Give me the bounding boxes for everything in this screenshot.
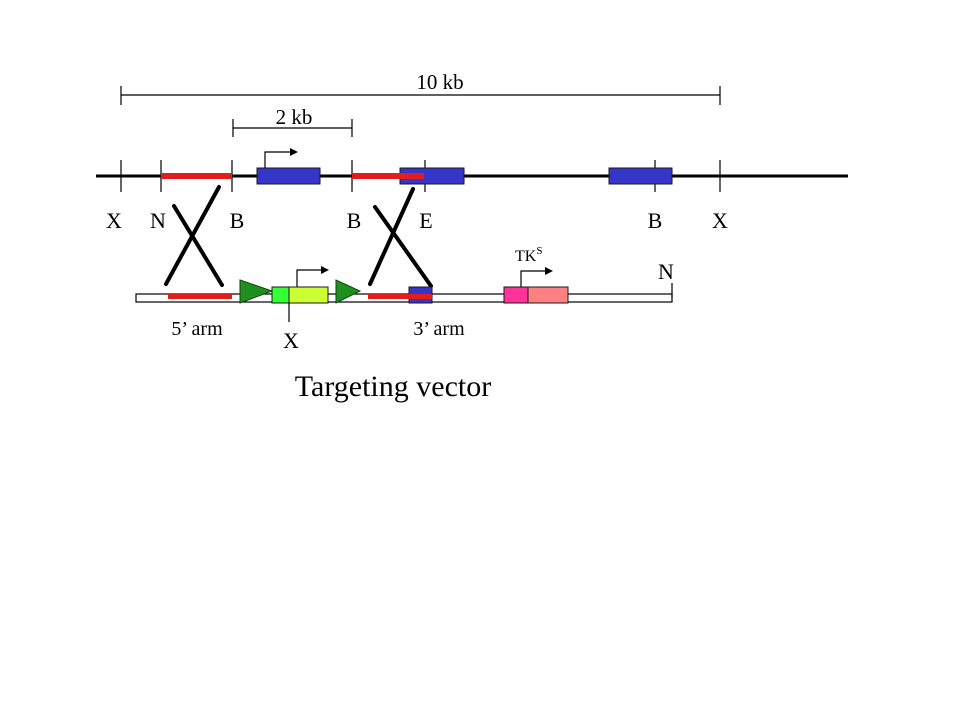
crossover-3-line-b — [373, 205, 433, 288]
site-label: B — [347, 208, 362, 233]
crossover-3-line-a — [368, 187, 415, 286]
tk-label-main: TK — [515, 248, 537, 265]
site-label: B — [648, 208, 663, 233]
diagram-caption: Targeting vector — [295, 370, 491, 403]
neo-promoter-arrow-icon — [296, 266, 329, 287]
tk-gene-box — [527, 286, 569, 304]
genomic-exon-3 — [608, 167, 673, 185]
loxp-triangle-icon — [335, 279, 362, 304]
scale-label-2kb: 2 kb — [276, 105, 313, 129]
neo-promoter-box — [271, 286, 290, 304]
tk-promoter-box — [503, 286, 529, 304]
site-label: B — [230, 208, 245, 233]
genomic-exon-1 — [256, 167, 321, 185]
scale-label-10kb: 10 kb — [416, 70, 463, 94]
loxp-triangle-icon — [239, 279, 274, 304]
tk-label: TKS — [515, 245, 542, 265]
vector-3-arm — [368, 294, 432, 299]
arm5-label: 5’ arm — [171, 318, 223, 340]
vector-end-site-label: N — [658, 259, 674, 284]
neo-site-label: X — [283, 328, 299, 353]
genomic-promoter-arrow-icon — [264, 148, 298, 168]
site-label: N — [150, 208, 166, 233]
site-label: X — [712, 208, 728, 233]
genomic-3-homology-region — [352, 173, 424, 179]
tk-label-superscript: S — [536, 245, 542, 257]
genomic-5-homology-region — [161, 173, 232, 179]
site-label: E — [419, 208, 432, 233]
neo-gene-box — [288, 286, 329, 304]
arm3-label: 3’ arm — [413, 318, 465, 340]
site-label: X — [106, 208, 122, 233]
tk-promoter-arrow-icon — [520, 267, 553, 287]
vector-5-arm — [168, 294, 232, 299]
crossover-5-line-b — [172, 204, 224, 287]
